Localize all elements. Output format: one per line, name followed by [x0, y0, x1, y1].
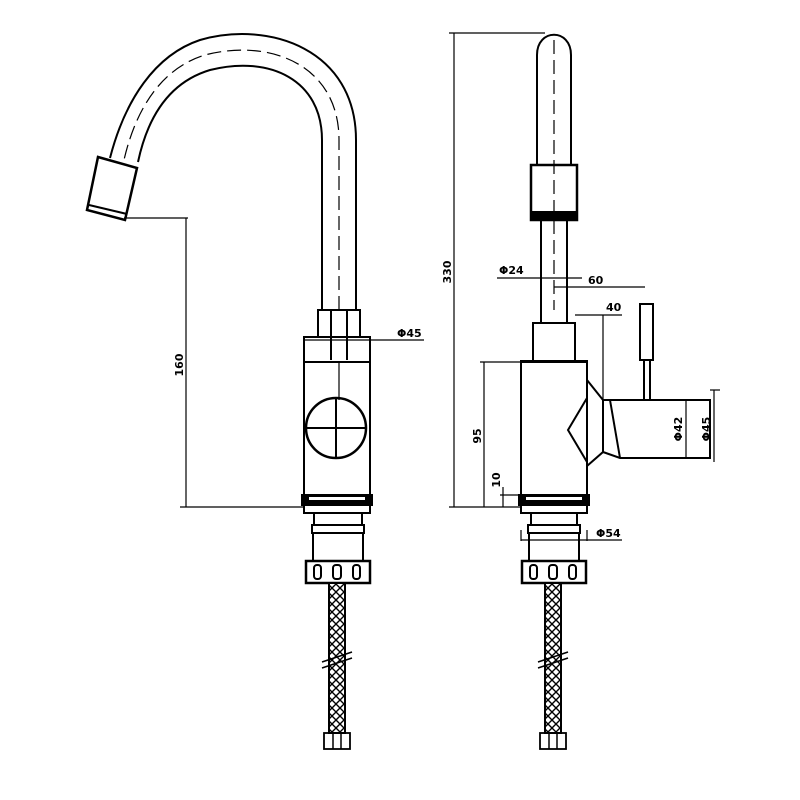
dim-body-diameter: Φ45: [397, 327, 422, 340]
dim-spout-height: 160: [173, 353, 186, 376]
dim-total-height: 330: [441, 260, 454, 283]
side-body: [520, 360, 588, 496]
side-hose-fitting: [539, 732, 567, 750]
front-view: [85, 33, 424, 750]
spout-inner: [137, 64, 323, 310]
spout-outer: [109, 33, 357, 310]
mount-nut: [312, 532, 364, 562]
handle-mount: [586, 379, 604, 467]
braided-hose: [328, 582, 346, 734]
spout-centerline: [123, 49, 340, 310]
lever-stick: [639, 303, 654, 361]
dimension-labels: 160 Φ45 330 Φ24 60 40 95 10 Φ54 Φ42 Φ45: [173, 260, 713, 540]
dim-handle-offset: 60: [588, 274, 604, 287]
side-braided-hose: [544, 582, 562, 734]
spout-outlet: [85, 155, 139, 222]
side-neck: [532, 322, 576, 362]
tube-top: [536, 33, 572, 165]
dim-handle-inner-diameter: Φ42: [672, 417, 685, 442]
dim-handle-outer-diameter: Φ45: [700, 417, 713, 442]
side-view: [449, 32, 720, 750]
dim-base-diameter: Φ54: [596, 527, 621, 540]
side-mount-nut: [528, 532, 580, 562]
dim-lever-offset: 40: [606, 301, 622, 314]
spout-neck: [317, 309, 361, 338]
dim-tube-diameter: Φ24: [499, 264, 524, 277]
hose-fitting: [323, 732, 351, 750]
front-dimension-lines: [124, 217, 424, 508]
dim-base-height: 10: [490, 472, 503, 488]
side-dimension-lines: [449, 32, 720, 541]
dim-body-height: 95: [471, 428, 484, 443]
